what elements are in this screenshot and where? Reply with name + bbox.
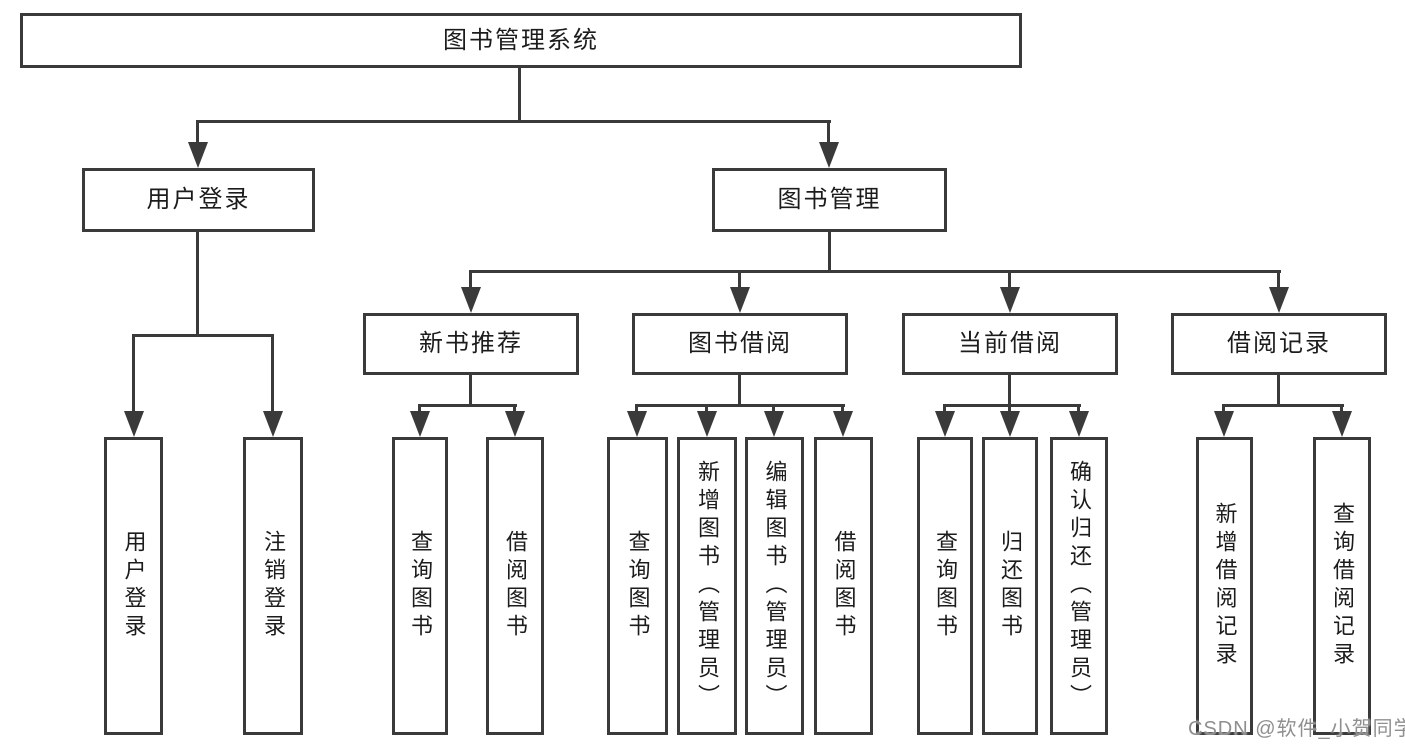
leaf-recommend-borrow-book-label: 借阅图书 xyxy=(503,530,528,642)
connector-line xyxy=(827,120,830,146)
connector-line xyxy=(1008,270,1011,290)
connector-line xyxy=(470,270,1281,273)
leaf-current-confirm-return-admin: 确认归还（管理员） xyxy=(1050,437,1108,735)
node-user-login-label: 用户登录 xyxy=(146,186,251,213)
arrow-down-icon xyxy=(1214,411,1234,437)
arrow-down-icon xyxy=(263,411,283,437)
connector-line xyxy=(469,270,472,290)
leaf-borrow-add-book-admin: 新增图书（管理员） xyxy=(677,437,737,735)
leaf-record-query-borrow-record: 查询借阅记录 xyxy=(1313,437,1371,735)
node-borrow-record: 借阅记录 xyxy=(1171,313,1387,375)
node-root: 图书管理系统 xyxy=(20,13,1022,68)
csdn-watermark: CSDN @软件_小贺同学 xyxy=(1188,718,1405,740)
leaf-recommend-borrow-book: 借阅图书 xyxy=(486,437,544,735)
arrow-down-icon xyxy=(505,411,525,437)
connector-line xyxy=(1340,404,1343,415)
connector-line xyxy=(1223,404,1344,407)
node-current-borrow: 当前借阅 xyxy=(902,313,1118,375)
leaf-borrow-query-book: 查询图书 xyxy=(607,437,668,735)
connector-line xyxy=(828,232,831,273)
connector-line xyxy=(738,270,741,290)
connector-line xyxy=(1222,404,1225,415)
connector-line xyxy=(196,232,199,337)
connector-line xyxy=(418,404,421,415)
node-borrow-record-label: 借阅记录 xyxy=(1227,330,1331,357)
arrow-down-icon xyxy=(461,287,481,313)
leaf-borrow-query-book-label: 查询图书 xyxy=(625,530,651,642)
arrow-down-icon xyxy=(764,411,784,437)
leaf-logout: 注销登录 xyxy=(243,437,303,735)
leaf-current-query-book: 查询图书 xyxy=(917,437,973,735)
leaf-current-return-book-label: 归还图书 xyxy=(998,530,1023,642)
connector-line xyxy=(132,334,274,337)
arrow-down-icon xyxy=(410,411,430,437)
connector-line xyxy=(943,404,946,415)
node-root-label: 图书管理系统 xyxy=(443,26,599,54)
node-user-login: 用户登录 xyxy=(82,168,315,232)
leaf-record-add-borrow-record: 新增借阅记录 xyxy=(1196,437,1253,735)
connector-line xyxy=(513,404,516,415)
leaf-current-query-book-label: 查询图书 xyxy=(933,530,958,642)
leaf-borrow-edit-book-admin: 编辑图书（管理员） xyxy=(745,437,804,735)
connector-line xyxy=(772,404,775,415)
connector-line xyxy=(705,404,708,415)
connector-line xyxy=(1277,375,1280,407)
node-book-borrow: 图书借阅 xyxy=(632,313,848,375)
connector-line xyxy=(419,404,517,407)
leaf-user-login-label: 用户登录 xyxy=(121,530,147,642)
connector-line xyxy=(196,120,199,146)
leaf-recommend-query-book-label: 查询图书 xyxy=(408,530,433,642)
connector-line xyxy=(1008,404,1011,415)
arrow-down-icon xyxy=(1069,411,1089,437)
arrow-down-icon xyxy=(819,142,839,168)
node-new-book-recommend: 新书推荐 xyxy=(363,313,579,375)
connector-line xyxy=(518,68,521,123)
connector-line xyxy=(271,334,274,414)
leaf-current-confirm-return-admin-label: 确认归还（管理员） xyxy=(1067,460,1092,712)
connector-line xyxy=(132,334,135,414)
node-book-management: 图书管理 xyxy=(712,168,947,232)
connector-line xyxy=(841,404,844,415)
connector-line xyxy=(635,404,638,415)
connector-line xyxy=(197,120,831,123)
leaf-recommend-query-book: 查询图书 xyxy=(392,437,448,735)
arrow-down-icon xyxy=(730,287,750,313)
leaf-borrow-add-book-admin-label: 新增图书（管理员） xyxy=(695,460,720,712)
connector-line xyxy=(1277,270,1280,290)
arrow-down-icon xyxy=(697,411,717,437)
leaf-logout-label: 注销登录 xyxy=(261,530,286,642)
connector-line xyxy=(1077,404,1080,415)
leaf-record-query-borrow-record-label: 查询借阅记录 xyxy=(1330,502,1355,670)
connector-line xyxy=(636,404,845,407)
leaf-current-return-book: 归还图书 xyxy=(982,437,1038,735)
leaf-user-login: 用户登录 xyxy=(104,437,163,735)
connector-line xyxy=(944,404,1081,407)
arrow-down-icon xyxy=(935,411,955,437)
node-new-book-recommend-label: 新书推荐 xyxy=(419,330,523,357)
connector-line xyxy=(1008,375,1011,407)
leaf-record-add-borrow-record-label: 新增借阅记录 xyxy=(1212,502,1238,670)
connector-line xyxy=(469,375,472,407)
arrow-down-icon xyxy=(188,142,208,168)
connector-line xyxy=(738,375,741,407)
arrow-down-icon xyxy=(1332,411,1352,437)
arrow-down-icon xyxy=(1000,411,1020,437)
arrow-down-icon xyxy=(124,411,144,437)
node-book-management-label: 图书管理 xyxy=(777,186,882,213)
arrow-down-icon xyxy=(833,411,853,437)
arrow-down-icon xyxy=(1000,287,1020,313)
leaf-borrow-lend-book: 借阅图书 xyxy=(814,437,873,735)
node-book-borrow-label: 图书借阅 xyxy=(688,330,792,357)
leaf-borrow-edit-book-admin-label: 编辑图书（管理员） xyxy=(762,460,788,712)
node-current-borrow-label: 当前借阅 xyxy=(958,330,1062,357)
leaf-borrow-lend-book-label: 借阅图书 xyxy=(831,530,857,642)
arrow-down-icon xyxy=(1269,287,1289,313)
arrow-down-icon xyxy=(627,411,647,437)
